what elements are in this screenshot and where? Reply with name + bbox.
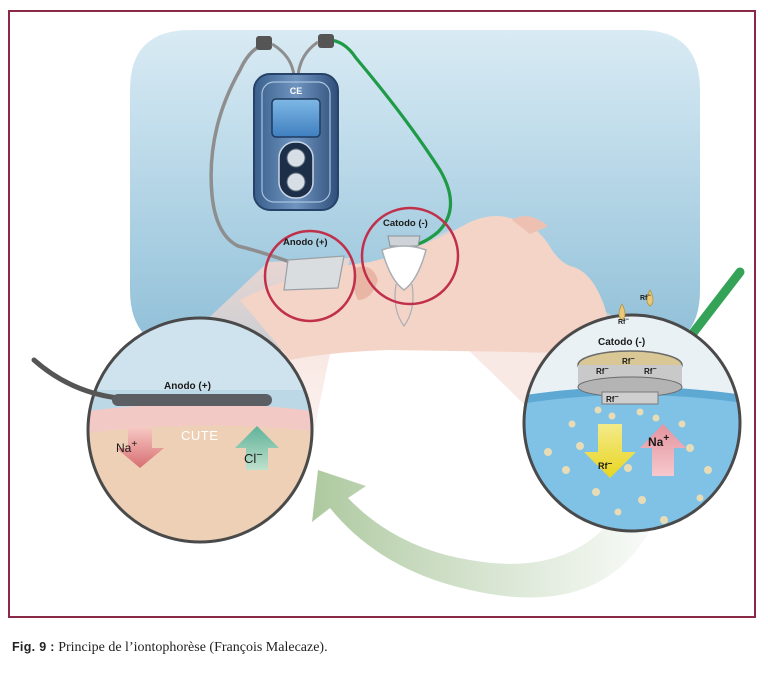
rf-arrow-symbol: Rf (598, 461, 608, 471)
rf-cap-2: Rf− (622, 356, 635, 366)
cathode-highlight-circle (360, 206, 460, 306)
rf-cap-4: Rf− (606, 394, 619, 404)
caption-text: Principe de l’iontophorèse (François Mal… (54, 640, 328, 655)
rf-drop-2-symbol: Rf (618, 319, 626, 326)
drop-upper (646, 289, 654, 307)
cathode-zoom-circle: Catodo (-) Rf− Rf− Rf− Rf− Rf− Rf− Rf− N… (522, 289, 742, 533)
return-arrow (312, 470, 650, 598)
rf-cap-1: Rf− (596, 366, 609, 376)
ion-particles (536, 406, 726, 524)
chloride-charge: − (256, 449, 262, 461)
rf-cap-2-symbol: Rf (622, 357, 631, 366)
rf-cap-1-symbol: Rf (596, 367, 605, 376)
rf-drop-1-charge: − (647, 293, 651, 299)
sodium-charge: + (131, 439, 137, 450)
rf-cap-3-symbol: Rf (644, 367, 653, 376)
fluorescein-arrow-down (584, 424, 636, 478)
anode-highlight-circle (263, 229, 357, 323)
device-button-bottom (286, 172, 306, 192)
cathode-label: Catodo (-) (383, 218, 428, 229)
sodium-symbol: Na (116, 441, 132, 455)
anode-zoom-wire (31, 357, 121, 401)
chloride-ion-label: Cl− (244, 449, 263, 466)
rf-cap-2-charge: − (630, 356, 634, 363)
cathode-zoom-label: Catodo (-) (598, 337, 645, 348)
connector-plug-left (256, 36, 272, 50)
patient-ear (353, 266, 378, 300)
anode-zoom-pad (112, 394, 272, 406)
rf-drop-2-charge: − (625, 317, 629, 323)
chloride-symbol: Cl (244, 451, 256, 466)
rf-cap-3-charge: − (652, 366, 656, 373)
anode-wire (209, 42, 291, 264)
device-screen (271, 98, 321, 138)
device-cable (271, 40, 319, 77)
patient-face (240, 216, 607, 360)
rf-cap-1-charge: − (604, 366, 608, 373)
rf-arrow-charge: − (608, 459, 613, 468)
cathode-wire (327, 38, 453, 248)
device-brand: CE (290, 86, 303, 96)
skin-label: CUTE (181, 428, 218, 443)
rf-drop-1: Rf− (640, 293, 651, 302)
figure-caption: Fig. 9 : Principe de l’iontophorèse (Fra… (12, 640, 328, 656)
figure-label: Fig. 9 : (12, 640, 55, 654)
anode-label: Anodo (+) (283, 237, 328, 248)
iontophoresis-device: CE (253, 73, 339, 211)
sodium-right-symbol: Na (648, 435, 664, 449)
rf-drop-2: Rf− (618, 317, 629, 326)
anode-zoom-circle: Anodo (+) CUTE Na+ Cl− (31, 316, 314, 544)
cathode-cup-stem (601, 391, 659, 405)
sodium-right-label: Na+ (648, 433, 669, 449)
cathode-eyecup (381, 235, 427, 328)
rf-arrow-label: Rf− (598, 459, 613, 471)
chloride-arrow-up (235, 426, 279, 470)
anode-zoom-label: Anodo (+) (164, 381, 211, 392)
rf-drop-1-symbol: Rf (640, 295, 648, 302)
sodium-arrow-up (640, 424, 686, 476)
rf-cap-4-charge: − (614, 394, 618, 401)
anode-pad (283, 255, 345, 291)
rf-cap-4-symbol: Rf (606, 395, 615, 404)
patient-nose (512, 216, 548, 234)
device-button-top (286, 148, 306, 168)
rf-cap-3: Rf− (644, 366, 657, 376)
sodium-ion-label: Na+ (116, 439, 137, 455)
sodium-right-charge: + (663, 433, 669, 444)
sodium-arrow-down (116, 428, 164, 468)
connector-plug-right (318, 34, 334, 48)
drop-lower (618, 303, 626, 321)
